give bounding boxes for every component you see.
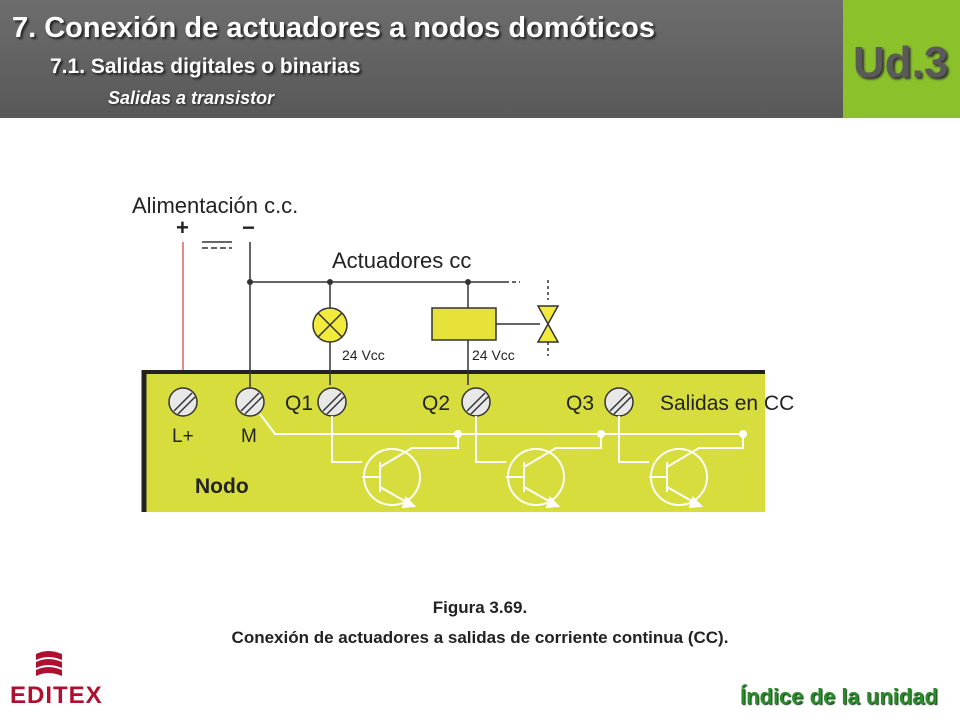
power-label: Alimentación c.c.: [132, 193, 298, 218]
editex-logo-icon: [36, 651, 62, 676]
actuator-wiring-diagram: Alimentación c.c. + − Actuadores cc 24 V…: [132, 193, 794, 512]
terminal-label-q3: Q3: [566, 392, 594, 415]
valve-icon: [536, 305, 560, 326]
terminal-screw: [317, 387, 347, 417]
terminal-screw: [604, 387, 634, 417]
plus-symbol: +: [176, 215, 189, 240]
relay-icon: [431, 307, 497, 341]
voltage-label: 24 Vcc: [472, 347, 515, 363]
figure-caption: Conexión de actuadores a salidas de corr…: [231, 628, 729, 647]
transistor-icon: [618, 416, 744, 509]
unit-badge: Ud.3: [843, 0, 960, 118]
voltage-label: 24 Vcc: [342, 347, 385, 363]
minus-symbol: −: [242, 215, 255, 240]
header-bar: 7. Conexión de actuadores a nodos domóti…: [0, 0, 843, 118]
editex-logo: EDITEX: [10, 682, 103, 709]
terminal-label-m: M: [241, 426, 257, 447]
internal-common-wire: [259, 413, 743, 435]
transistor-icon: [331, 416, 459, 509]
unit-index-link[interactable]: Índice de la unidad: [739, 684, 938, 709]
page-title: 7. Conexión de actuadores a nodos domóti…: [12, 12, 655, 44]
terminal-screw: [235, 387, 265, 417]
valve-icon: [536, 322, 560, 343]
page-subtitle: 7.1. Salidas digitales o binarias: [50, 55, 361, 78]
terminal-label-l-plus: L+: [172, 426, 194, 447]
terminal-screw: [461, 387, 491, 417]
lamp-cross: [317, 312, 343, 338]
figure-number: Figura 3.69.: [432, 598, 528, 617]
page-subsubtitle: Salidas a transistor: [108, 88, 275, 108]
terminal-label-q2: Q2: [422, 392, 450, 415]
outputs-label: Salidas en CC: [660, 392, 794, 415]
actuators-label: Actuadores cc: [332, 248, 471, 273]
junction-dot: [247, 279, 253, 285]
unit-label: Ud.3: [853, 38, 949, 87]
terminal-screw: [168, 387, 198, 417]
transistor-icon: [475, 416, 602, 509]
node-label: Nodo: [195, 475, 249, 498]
terminal-label-q1: Q1: [285, 392, 313, 415]
